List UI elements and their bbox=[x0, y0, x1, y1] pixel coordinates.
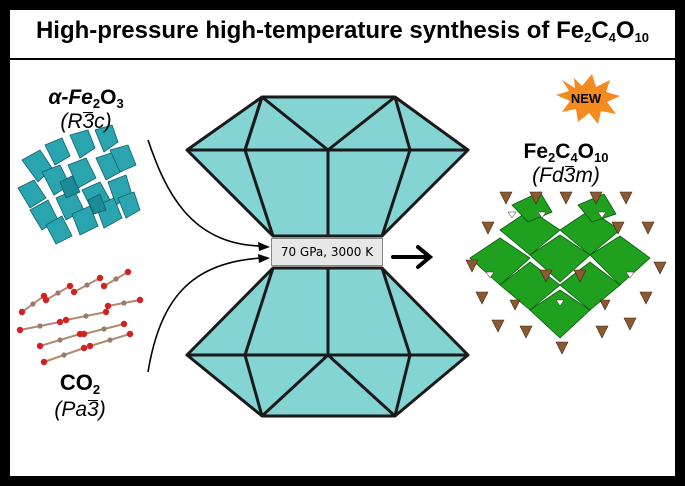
hematite-structure-image bbox=[17, 124, 141, 245]
reactant2-formula: CO2 bbox=[59, 370, 101, 397]
title-banner: High-pressure high-temperature synthesis… bbox=[10, 10, 675, 60]
upper-anvil bbox=[185, 95, 470, 238]
synthesis-conditions-label: 70 GPa, 3000 K bbox=[271, 238, 383, 266]
lower-anvil bbox=[185, 266, 470, 418]
reactant1-space-group: (R3c) bbox=[60, 110, 112, 133]
co2-carbon-atoms bbox=[30, 276, 127, 358]
figure-title: High-pressure high-temperature synthesis… bbox=[35, 17, 650, 45]
product-space-group: (Fd3m) bbox=[532, 164, 600, 187]
co2-structure-image bbox=[19, 271, 141, 363]
co2-oxygen-atoms bbox=[16, 268, 144, 366]
product-formula: Fe2C4O10 bbox=[523, 140, 609, 165]
reactant1-formula: α-Fe2O3 bbox=[48, 86, 124, 111]
new-badge-label: NEW bbox=[570, 91, 602, 106]
arrow-from-hematite bbox=[147, 139, 263, 247]
arrowhead-bottom bbox=[258, 254, 270, 263]
reaction-arrow bbox=[391, 245, 434, 269]
arrow-from-co2 bbox=[147, 257, 263, 373]
arrowhead-top bbox=[258, 242, 270, 251]
new-badge-starburst bbox=[556, 74, 620, 124]
reactant2-space-group: (Pa3) bbox=[54, 398, 106, 421]
product-structure-image bbox=[465, 191, 667, 355]
